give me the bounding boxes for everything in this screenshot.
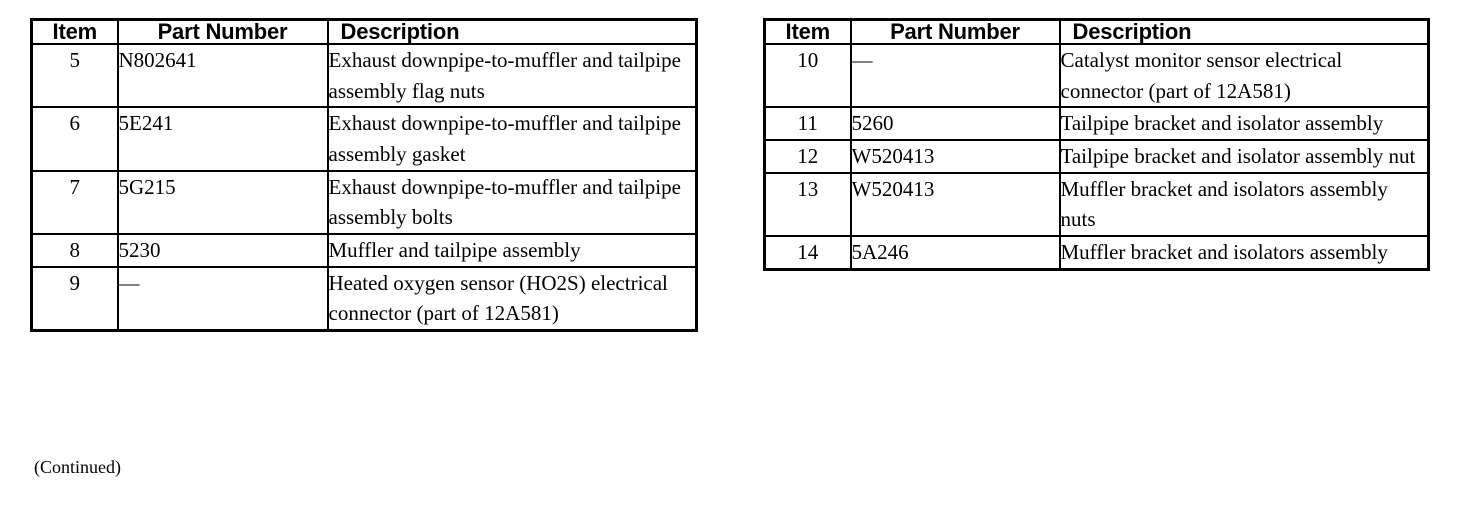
column-header-item: Item: [30, 18, 119, 45]
table-row: 12 W520413 Tailpipe bracket and isolator…: [763, 138, 1430, 174]
cell-part-number: 5230: [116, 232, 329, 268]
column-header-part-number: Part Number: [116, 18, 329, 45]
cell-item: 9: [30, 265, 119, 332]
cell-description: Muffler and tailpipe assembly: [326, 232, 698, 268]
column-header-description: Description: [326, 18, 698, 45]
cell-item: 6: [30, 106, 119, 172]
table-row: 9 — Heated oxygen sensor (HO2S) electric…: [30, 265, 698, 332]
table-body-right: 10 — Catalyst monitor sensor electrical …: [763, 42, 1430, 271]
cell-item: 5: [30, 42, 119, 109]
cell-item: 13: [763, 171, 852, 237]
cell-item: 10: [763, 42, 852, 109]
cell-part-number: 5260: [849, 106, 1061, 141]
parts-table-right: Item Part Number Description 10 — Cataly…: [763, 18, 1430, 271]
cell-description: Tailpipe bracket and isolator assembly n…: [1058, 138, 1430, 174]
cell-part-number: N802641: [116, 42, 329, 109]
cell-item: 14: [763, 234, 852, 271]
cell-description: Exhaust downpipe-to-muffler and tailpipe…: [326, 169, 698, 235]
table-body-left: 5 N802641 Exhaust downpipe-to-muffler an…: [30, 42, 698, 332]
table-row: 7 5G215 Exhaust downpipe-to-muffler and …: [30, 169, 698, 235]
header-row: Item Part Number Description: [763, 18, 1430, 45]
cell-description: Muffler bracket and isolators assembly n…: [1058, 171, 1430, 237]
column-header-item: Item: [763, 18, 852, 45]
cell-description: Muffler bracket and isolators assembly: [1058, 234, 1430, 271]
table-row: 13 W520413 Muffler bracket and isolators…: [763, 171, 1430, 237]
cell-item: 8: [30, 232, 119, 268]
cell-item: 11: [763, 106, 852, 141]
cell-part-number: 5A246: [849, 234, 1061, 271]
table-row: 5 N802641 Exhaust downpipe-to-muffler an…: [30, 42, 698, 109]
cell-part-number: W520413: [849, 138, 1061, 174]
cell-description: Exhaust downpipe-to-muffler and tailpipe…: [326, 106, 698, 172]
cell-part-number: —: [849, 42, 1061, 109]
table-row: 14 5A246 Muffler bracket and isolators a…: [763, 234, 1430, 271]
table-header-right: Item Part Number Description: [763, 18, 1430, 45]
cell-part-number: W520413: [849, 171, 1061, 237]
table-row: 10 — Catalyst monitor sensor electrical …: [763, 42, 1430, 109]
cell-part-number: 5G215: [116, 169, 329, 235]
cell-part-number: —: [116, 265, 329, 332]
left-parts-table-block: Item Part Number Description 5 N802641 E…: [30, 18, 698, 332]
cell-description: Tailpipe bracket and isolator assembly: [1058, 106, 1430, 141]
column-header-part-number: Part Number: [849, 18, 1061, 45]
continued-note: (Continued): [34, 457, 121, 477]
cell-description: Heated oxygen sensor (HO2S) electrical c…: [326, 265, 698, 332]
table-row: 6 5E241 Exhaust downpipe-to-muffler and …: [30, 106, 698, 172]
header-row: Item Part Number Description: [30, 18, 698, 45]
table-row: 11 5260 Tailpipe bracket and isolator as…: [763, 106, 1430, 141]
cell-part-number: 5E241: [116, 106, 329, 172]
cell-description: Exhaust downpipe-to-muffler and tailpipe…: [326, 42, 698, 109]
column-header-description: Description: [1058, 18, 1430, 45]
parts-table-left: Item Part Number Description 5 N802641 E…: [30, 18, 698, 332]
cell-item: 12: [763, 138, 852, 174]
table-header-left: Item Part Number Description: [30, 18, 698, 45]
right-parts-table-block: Item Part Number Description 10 — Cataly…: [763, 18, 1430, 271]
cell-description: Catalyst monitor sensor electrical conne…: [1058, 42, 1430, 109]
cell-item: 7: [30, 169, 119, 235]
table-row: 8 5230 Muffler and tailpipe assembly: [30, 232, 698, 268]
